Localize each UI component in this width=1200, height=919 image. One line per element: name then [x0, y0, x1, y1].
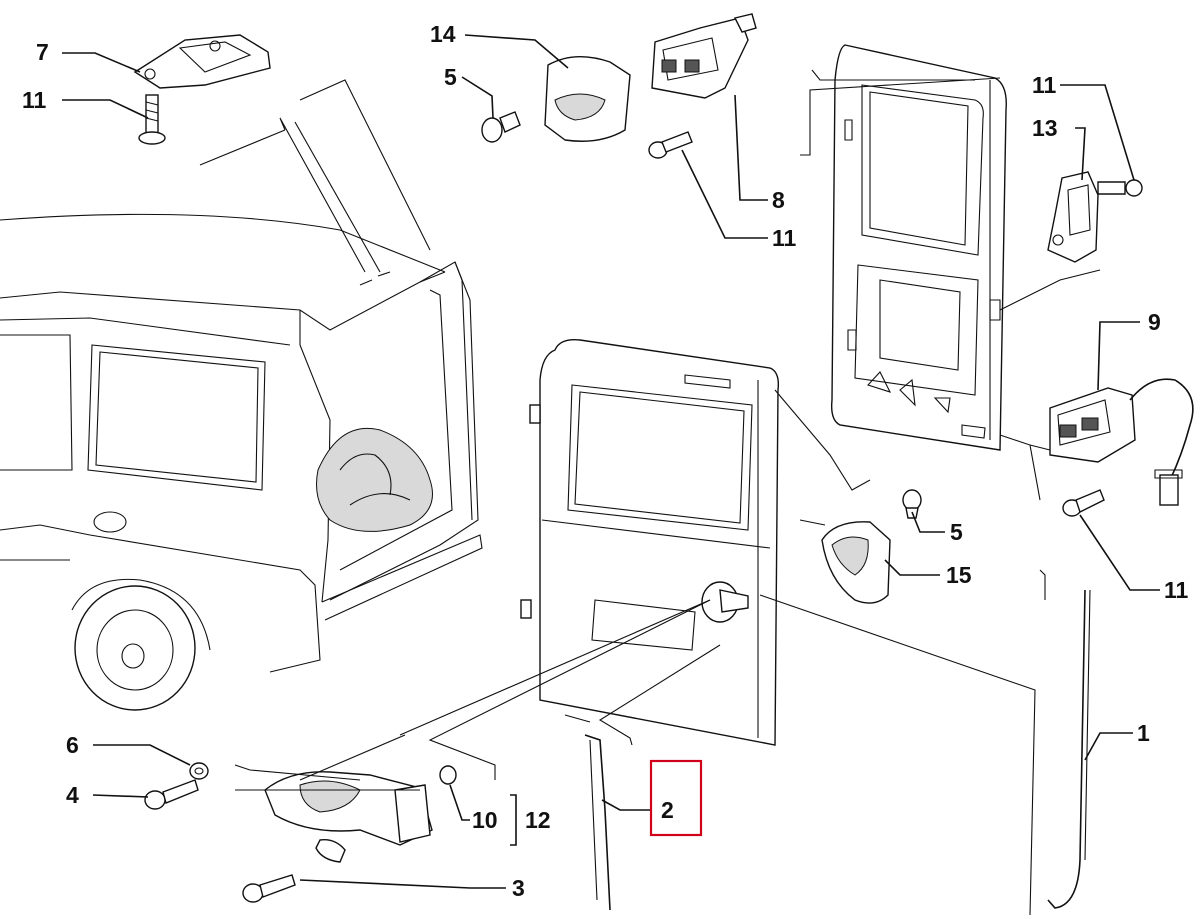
rear-door-right [830, 44, 1007, 451]
part-1-rod [1047, 589, 1091, 909]
part-3-screw [242, 874, 296, 903]
part-11-screw-a [138, 94, 166, 145]
callout-10: 10 [472, 807, 498, 833]
callout-labels: 7 11 14 5 8 11 11 13 9 5 15 11 1 6 4 10 … [22, 21, 1189, 901]
callout-5-right: 5 [950, 519, 963, 545]
part-2-rod [584, 734, 611, 911]
part-11-screw-b [648, 131, 693, 159]
part-5-clip-a [481, 111, 521, 143]
part-8-lock [651, 13, 757, 99]
callout-7: 7 [36, 39, 49, 65]
leader-lines [62, 34, 1160, 916]
part-9-lock [1049, 378, 1194, 506]
callout-1: 1 [1137, 720, 1150, 746]
part-6-washer [189, 762, 209, 780]
part-7-bracket [133, 34, 271, 89]
callout-2: 2 [661, 797, 674, 823]
part-15-cover [821, 521, 891, 604]
part-13-hinge [1047, 171, 1126, 263]
callout-11-top-left: 11 [22, 87, 47, 113]
callout-9: 9 [1148, 309, 1161, 335]
callout-11-mid: 11 [772, 225, 797, 251]
part-12-handle [264, 771, 433, 863]
part-10-nut [439, 765, 457, 785]
callout-8: 8 [772, 187, 785, 213]
callout-2-highlight-box[interactable] [649, 759, 703, 837]
part-11-screw-d [1062, 489, 1105, 517]
callout-6: 6 [66, 732, 79, 758]
van-illustration [0, 213, 483, 711]
rear-door-left [520, 339, 780, 746]
part-11-screw-c [1125, 179, 1143, 197]
callout-11-bottom-right: 11 [1164, 577, 1189, 603]
callout-5-top: 5 [444, 64, 457, 90]
callout-15: 15 [946, 562, 972, 588]
part-4-screw [144, 779, 199, 810]
callout-13: 13 [1032, 115, 1058, 141]
callout-3: 3 [512, 875, 525, 901]
callout-4: 4 [66, 782, 79, 808]
callout-12: 12 [525, 807, 551, 833]
callout-11-top-right: 11 [1032, 72, 1057, 98]
callout-14: 14 [430, 21, 456, 47]
part-14-cover [544, 55, 631, 142]
